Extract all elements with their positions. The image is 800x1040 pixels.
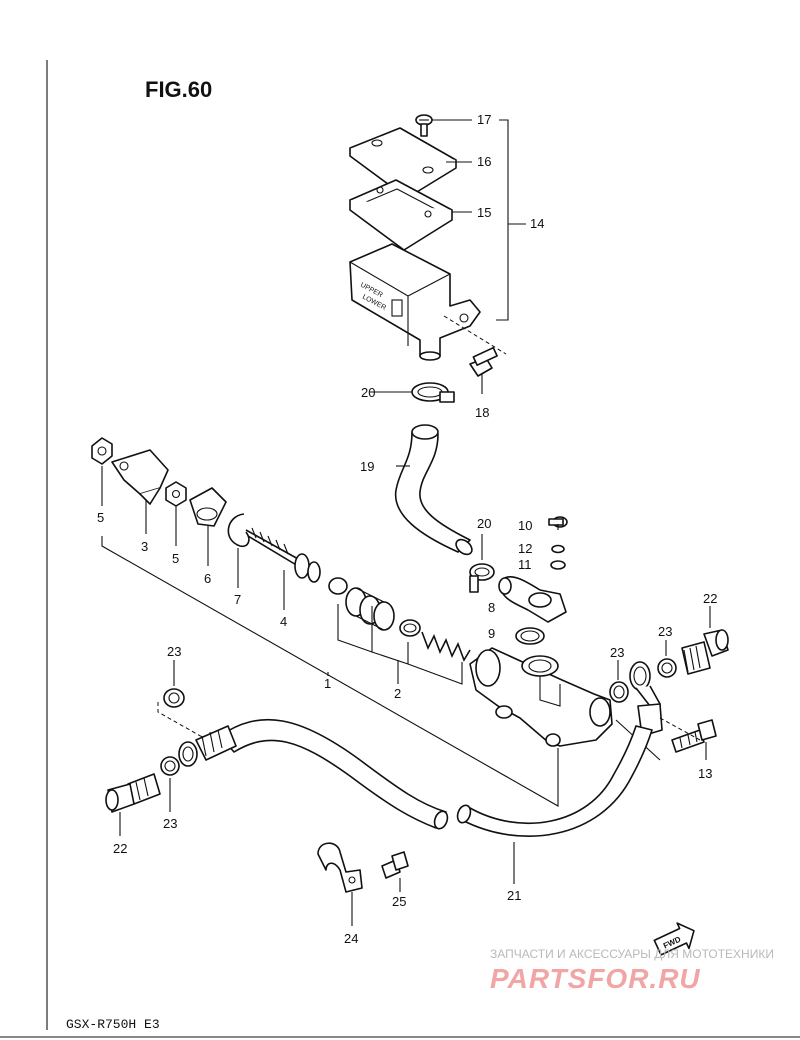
- reservoir-cap-16: [349, 127, 457, 199]
- bolt-13: [671, 719, 717, 753]
- banjo-fitting-left: [178, 725, 237, 767]
- callout-8: 8: [488, 600, 495, 615]
- reservoir-diaphragm-15: [349, 179, 453, 251]
- washer-23-right-a: [609, 681, 629, 703]
- callout-5-upper: 5: [97, 510, 104, 525]
- reservoir-body: UPPER LOWER: [349, 243, 481, 361]
- hose-21-right: [461, 725, 653, 837]
- callout-17: 17: [477, 112, 491, 127]
- hose-clamp-20-upper: [411, 382, 455, 403]
- callout-14: 14: [530, 216, 544, 231]
- callout-5-lower: 5: [172, 551, 179, 566]
- callout-13: 13: [698, 766, 712, 781]
- callout-23-left-a: 23: [167, 644, 181, 659]
- model-code: GSX-R750H E3: [66, 1017, 160, 1032]
- callout-1: 1: [324, 676, 331, 691]
- callout-18: 18: [475, 405, 489, 420]
- callout-22-left: 22: [113, 841, 127, 856]
- callout-22-right: 22: [703, 591, 717, 606]
- callout-20-upper: 20: [361, 385, 375, 400]
- callout-21: 21: [507, 888, 521, 903]
- watermark-tagline: ЗАПЧАСТИ И АКСЕССУАРЫ ДЛЯ МОТОТЕХНИКИ: [490, 947, 774, 961]
- callout-25: 25: [392, 894, 406, 909]
- banjo-bolt-22-right: [681, 629, 729, 675]
- primary-cup: [399, 619, 421, 637]
- fwd-arrow-icon: FWD: [653, 922, 695, 956]
- callout-23-right-b: 23: [658, 624, 672, 639]
- callout-3: 3: [141, 539, 148, 554]
- callout-10: 10: [518, 518, 532, 533]
- return-spring: [421, 631, 471, 662]
- reservoir-bolt-18: [469, 346, 498, 377]
- callout-9: 9: [488, 626, 495, 641]
- o-ring-9: [515, 627, 545, 645]
- hose-19: [394, 431, 471, 553]
- dust-boot-6: [189, 487, 227, 527]
- master-cylinder-body: [469, 647, 613, 747]
- banjo-bolt-22-left: [105, 773, 161, 813]
- seal-11: [550, 560, 566, 570]
- washer-12: [551, 544, 565, 554]
- callout-11: 11: [518, 557, 532, 572]
- washer-23-right-b: [657, 658, 677, 678]
- callout-7: 7: [234, 592, 241, 607]
- nut-5-lower: [165, 481, 187, 507]
- watermark-logo: PARTSFOR.RU: [490, 963, 701, 994]
- inlet-connector-8: [498, 575, 567, 623]
- figure-title: FIG.60: [145, 77, 212, 102]
- callout-23-left-b: 23: [163, 816, 177, 831]
- clevis-3: [111, 449, 169, 505]
- washer-23-left-a: [163, 688, 185, 708]
- callout-16: 16: [477, 154, 491, 169]
- callout-24: 24: [344, 931, 358, 946]
- hose-clamp-24: [317, 842, 363, 893]
- hose-21-left: [219, 718, 447, 829]
- callout-2: 2: [394, 686, 401, 701]
- bolt-25: [381, 851, 409, 879]
- screw-10: [548, 516, 568, 528]
- push-rod-4: [245, 527, 321, 583]
- banjo-fitting-right: [629, 661, 663, 737]
- piston-2: [345, 587, 395, 631]
- reservoir-screw-17: [415, 114, 433, 137]
- callout-15: 15: [477, 205, 491, 220]
- callout-4: 4: [280, 614, 287, 629]
- washer-23-left-b: [160, 756, 180, 776]
- callout-20-lower: 20: [477, 516, 491, 531]
- callout-23-right-a: 23: [610, 645, 624, 660]
- circlip-7: [227, 513, 250, 548]
- seal-cup: [328, 577, 348, 595]
- callout-12: 12: [518, 541, 532, 556]
- nut-5-upper: [91, 437, 113, 465]
- callout-6: 6: [204, 571, 211, 586]
- hose-clamp-20-lower: [469, 563, 495, 593]
- callout-19: 19: [360, 459, 374, 474]
